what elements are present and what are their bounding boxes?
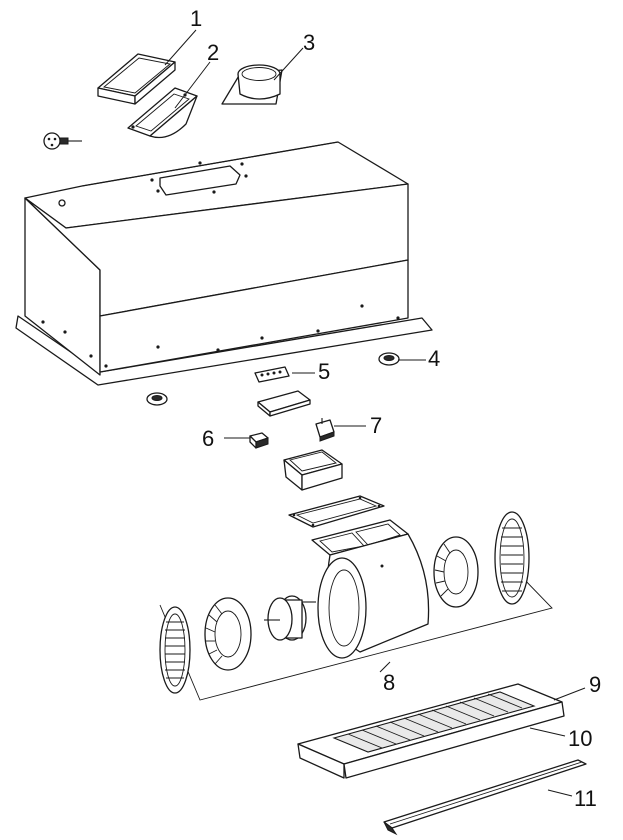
control-box xyxy=(283,449,343,491)
part-7-clip xyxy=(315,418,335,442)
part-number-labels: 1 2 3 4 5 6 7 8 9 10 11 xyxy=(190,6,601,811)
label-1: 1 xyxy=(190,6,202,31)
label-11: 11 xyxy=(574,786,597,811)
label-4: 4 xyxy=(428,346,440,371)
gasket-frame xyxy=(288,495,385,528)
label-10: 10 xyxy=(568,726,592,751)
label-9: 9 xyxy=(589,672,601,697)
hood-housing xyxy=(15,141,433,386)
part-3-duct-adapter xyxy=(221,64,283,105)
part-4-grommet xyxy=(146,352,400,406)
label-2: 2 xyxy=(207,40,219,65)
wire-connector xyxy=(43,132,82,150)
label-3: 3 xyxy=(303,30,315,55)
part-11-trim-strip xyxy=(383,759,587,836)
part-9-10-grease-filter xyxy=(297,683,565,779)
leader-lines xyxy=(164,29,586,797)
label-6: 6 xyxy=(202,426,214,451)
part-5-control-switch xyxy=(254,366,311,417)
label-7: 7 xyxy=(370,413,382,438)
label-5: 5 xyxy=(318,359,330,384)
part-2-flange-plate xyxy=(127,87,198,139)
part-1-duct-tray xyxy=(97,53,176,105)
label-8: 8 xyxy=(383,670,395,695)
part-8-blower-assembly xyxy=(159,511,553,701)
part-6-capacitor xyxy=(249,432,269,449)
